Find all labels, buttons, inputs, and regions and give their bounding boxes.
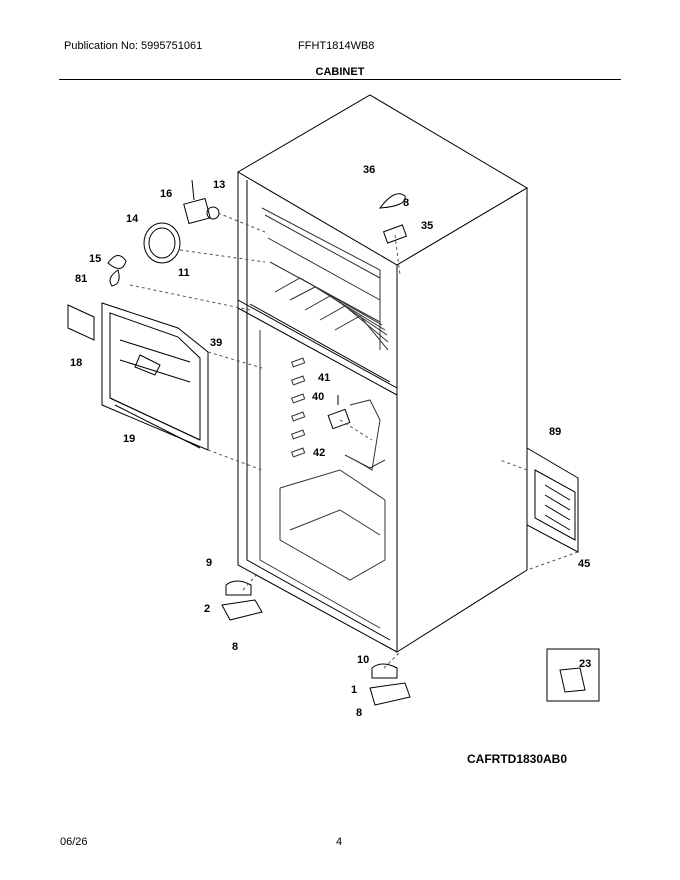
footer-date: 06/26 (60, 836, 88, 848)
front-leg-left (221, 580, 263, 621)
callout-1: 1 (351, 684, 357, 696)
callout-19: 19 (123, 433, 135, 445)
model-number: FFHT1814WB8 (298, 40, 375, 52)
freezer-shelves (261, 207, 389, 351)
callout-35: 35 (421, 220, 433, 232)
callout-13: 13 (213, 179, 225, 191)
part-35-shape (382, 224, 408, 244)
callout-8: 8 (403, 197, 409, 209)
callout-8: 8 (232, 641, 238, 653)
callout-10: 10 (357, 654, 369, 666)
callout-18: 18 (70, 357, 82, 369)
diagram-code: CAFRTD1830AB0 (467, 752, 568, 766)
callout-2: 2 (204, 603, 210, 615)
callout-23: 23 (579, 658, 591, 670)
part-18-shape (67, 304, 95, 341)
callout-42: 42 (313, 447, 325, 459)
section-title: CABINET (315, 66, 365, 78)
rear-panel-89 (526, 447, 579, 553)
callout-9: 9 (206, 557, 212, 569)
callout-14: 14 (126, 213, 139, 225)
callout-40: 40 (312, 391, 324, 403)
callout-11: 11 (178, 267, 190, 279)
callout-15: 15 (89, 253, 101, 265)
callout-36: 36 (363, 164, 375, 176)
dashed-leaders (129, 212, 579, 669)
part-23-inset (546, 648, 600, 702)
callout-89: 89 (549, 426, 561, 438)
cabinet-outline (237, 94, 528, 653)
header-rule (59, 79, 621, 80)
page-number: 4 (336, 836, 343, 848)
front-leg-right (369, 663, 411, 706)
fresh-food-liner (259, 330, 386, 629)
callout-41: 41 (318, 372, 330, 384)
publication-number: Publication No: 5995751061 (64, 40, 203, 52)
callout-8: 8 (356, 707, 362, 719)
callout-39: 39 (210, 337, 222, 349)
part-40-shape (327, 408, 351, 430)
callout-45: 45 (578, 558, 590, 570)
callout-16: 16 (160, 188, 172, 200)
evaporator-fan-assembly (107, 179, 220, 287)
callout-81: 81 (75, 273, 87, 285)
part-36-shape (378, 193, 406, 209)
evaporator-cover (101, 302, 209, 451)
